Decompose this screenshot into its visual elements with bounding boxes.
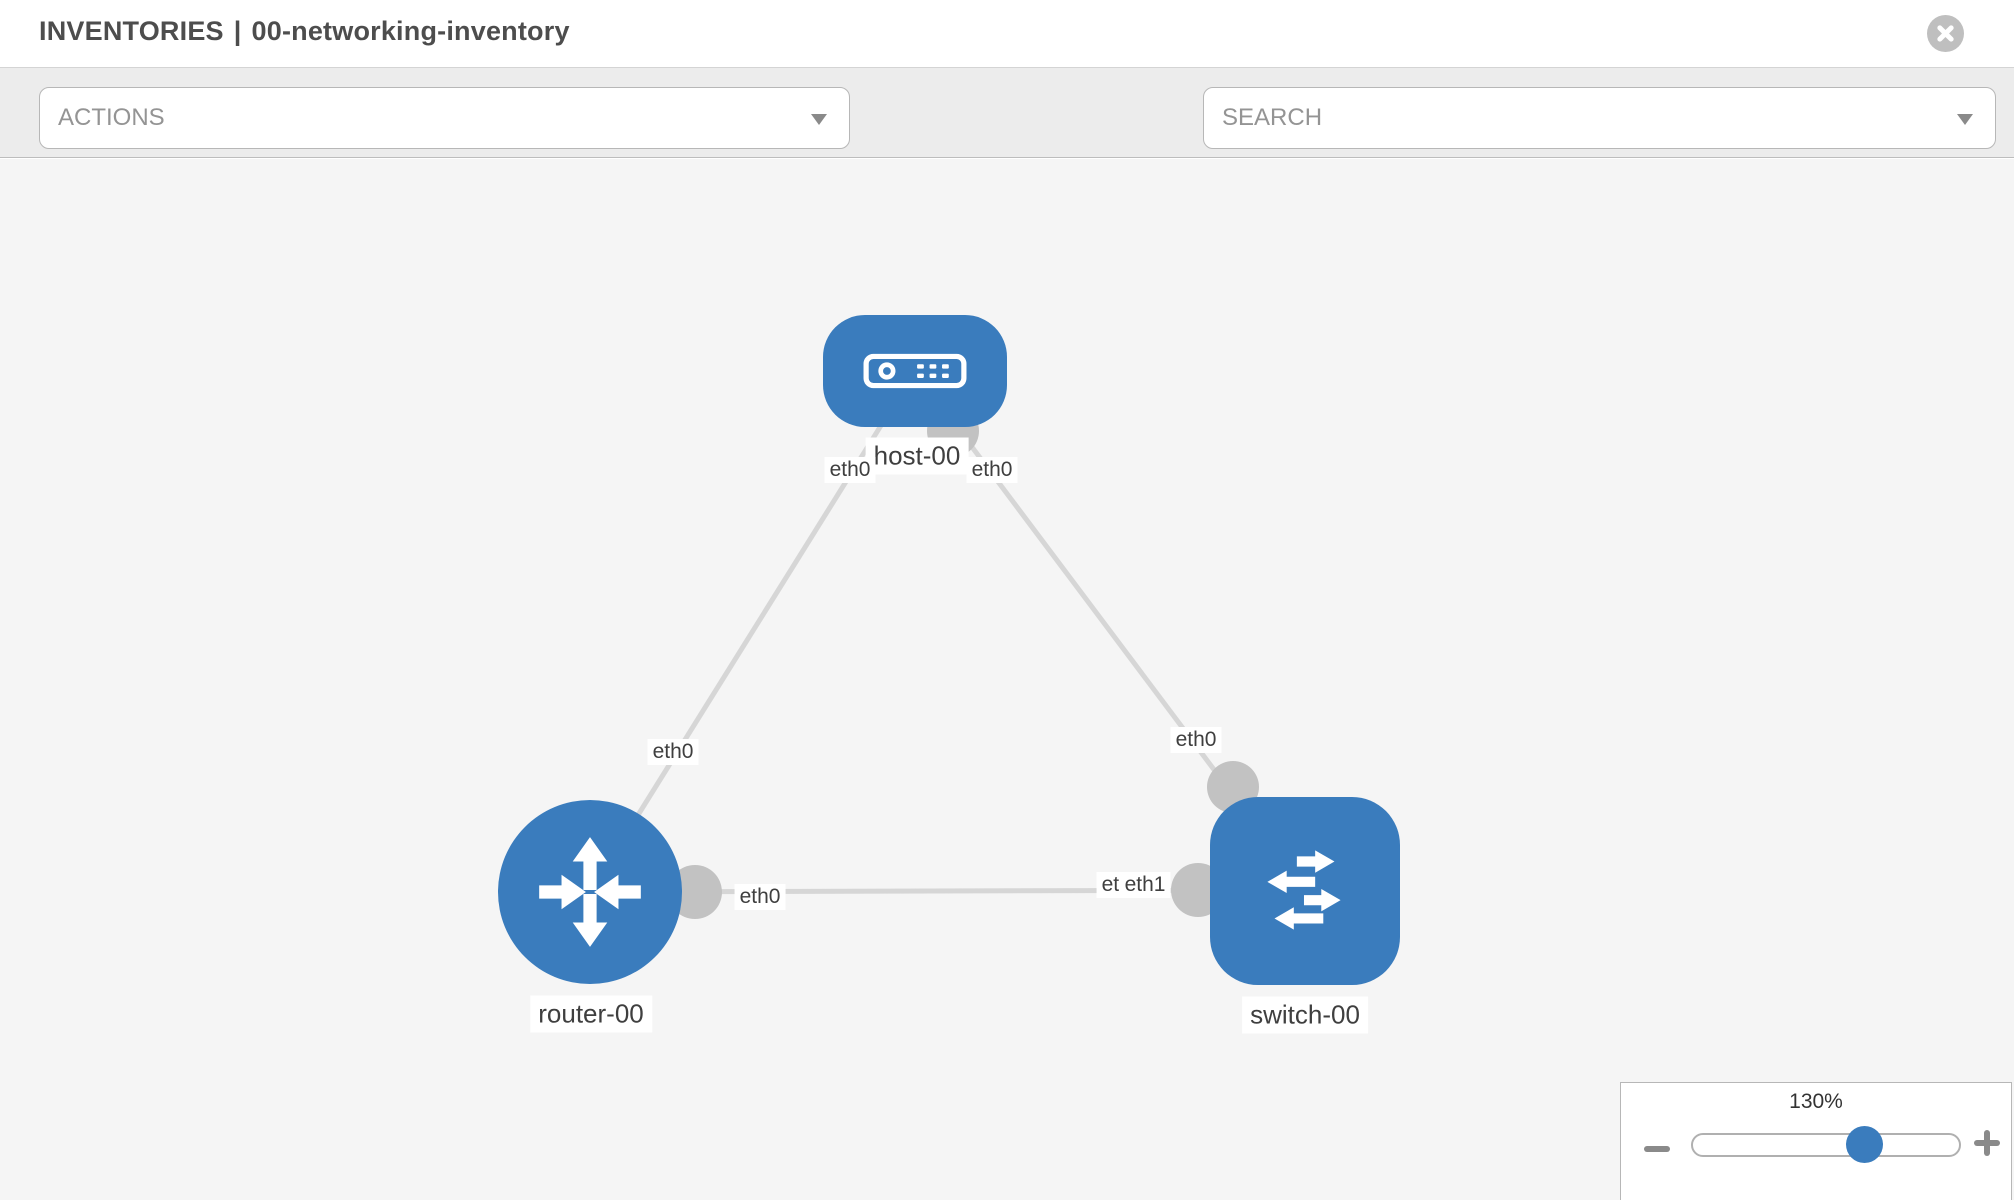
search-dropdown[interactable]: SEARCH <box>1203 87 1996 149</box>
node-router-00[interactable] <box>498 800 682 984</box>
interface-label-host-right: eth0 <box>966 457 1018 483</box>
close-button[interactable] <box>1927 15 1964 52</box>
zoom-in-button[interactable] <box>1973 1129 2001 1157</box>
interface-label-host-left: eth0 <box>824 457 876 483</box>
toolbar: ACTIONS SEARCH <box>0 67 2014 202</box>
topology-links-layer <box>587 369 1307 919</box>
node-label-router: router-00 <box>530 995 652 1033</box>
header: INVENTORIES | 00-networking-inventory <box>0 0 2014 67</box>
chevron-down-icon <box>811 114 827 125</box>
interface-label-switch-left: eth1 <box>1119 872 1171 898</box>
interface-label-router-uplink: eth0 <box>647 739 699 765</box>
node-label-host: host-00 <box>865 437 969 475</box>
actions-dropdown[interactable]: ACTIONS <box>39 87 850 149</box>
router-icon <box>539 837 641 947</box>
search-dropdown-label: SEARCH <box>1222 104 1323 131</box>
topology-canvas: host-00 router-00 switch-00 eth0 eth0 et… <box>0 159 2014 1200</box>
page-title: INVENTORIES | 00-networking-inventory <box>39 16 570 47</box>
zoom-out-button[interactable] <box>1643 1135 1671 1163</box>
zoom-level-label: 130% <box>1789 1090 1843 1113</box>
actions-dropdown-label: ACTIONS <box>58 104 165 131</box>
node-switch-00[interactable] <box>1210 797 1400 985</box>
zoom-slider-handle[interactable] <box>1846 1126 1883 1163</box>
node-label-switch: switch-00 <box>1242 996 1368 1034</box>
host-icon <box>863 353 967 389</box>
minus-icon <box>1644 1146 1670 1152</box>
breadcrumb-section: INVENTORIES <box>39 16 224 46</box>
interface-label-router-right: eth0 <box>734 884 786 910</box>
chevron-down-icon <box>1957 114 1973 125</box>
interface-label-switch-top: eth0 <box>1170 727 1222 753</box>
switch-icon <box>1267 850 1341 930</box>
zoom-slider-track[interactable] <box>1691 1133 1961 1157</box>
interface-dot-router-right <box>668 865 722 919</box>
inventory-name: 00-networking-inventory <box>251 16 570 46</box>
breadcrumb-separator: | <box>233 16 242 46</box>
zoom-control-panel: 130% <box>1620 1082 2012 1200</box>
node-host-00[interactable] <box>823 315 1007 427</box>
